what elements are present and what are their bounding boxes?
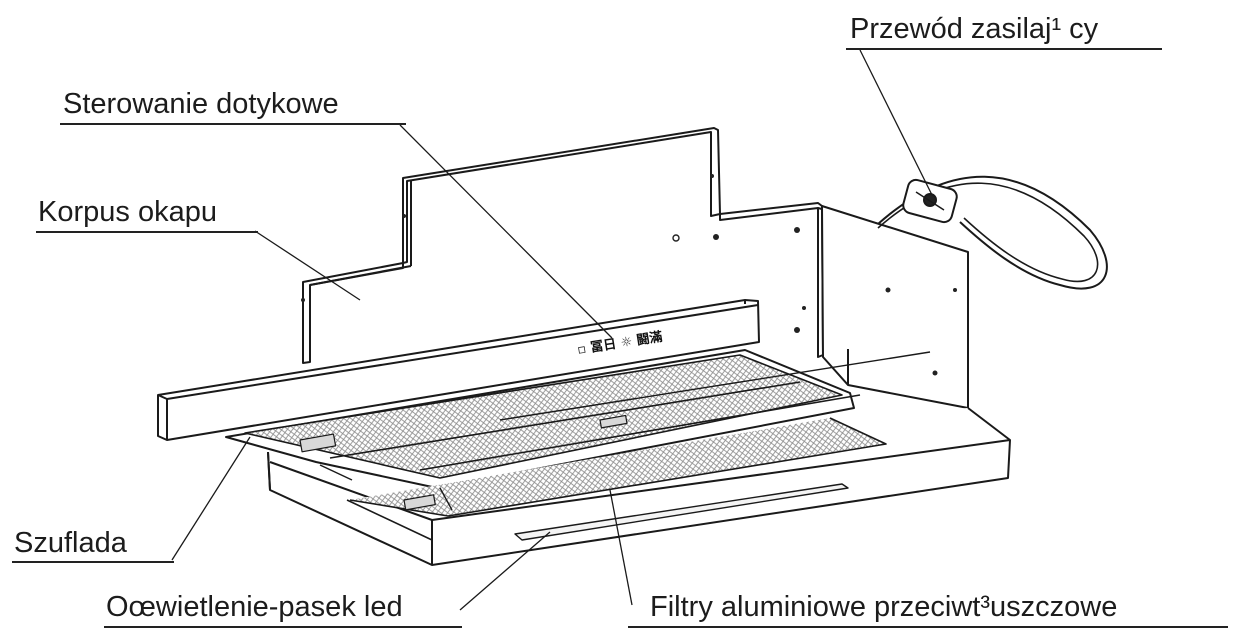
hood-body-outline <box>302 127 879 364</box>
label-touch-control: Sterowanie dotykowe <box>63 88 339 120</box>
led-strip-shape <box>514 483 849 541</box>
underline-filters <box>628 626 1228 628</box>
label-led-strip: Oœwietlenie-pasek led <box>106 591 403 623</box>
filter-tray <box>225 349 931 541</box>
label-drawer: Szuflada <box>14 527 127 559</box>
underline-led-strip <box>104 626 462 628</box>
underline-hood-body <box>36 231 258 233</box>
label-filters: Filtry aluminiowe przeciwt³uszczowe <box>650 591 1118 623</box>
underline-touch-control <box>60 123 406 125</box>
round-hole <box>672 234 680 242</box>
label-power-cord: Przewód zasilaj¹ cy <box>850 13 1099 45</box>
power-cord-drawing <box>877 175 1108 290</box>
side-panel <box>821 205 969 409</box>
label-hood-body: Korpus okapu <box>38 196 217 228</box>
leader-lines <box>171 49 933 611</box>
underline-power-cord <box>846 48 1162 50</box>
underline-drawer <box>12 561 174 563</box>
screw-holes <box>301 174 957 376</box>
